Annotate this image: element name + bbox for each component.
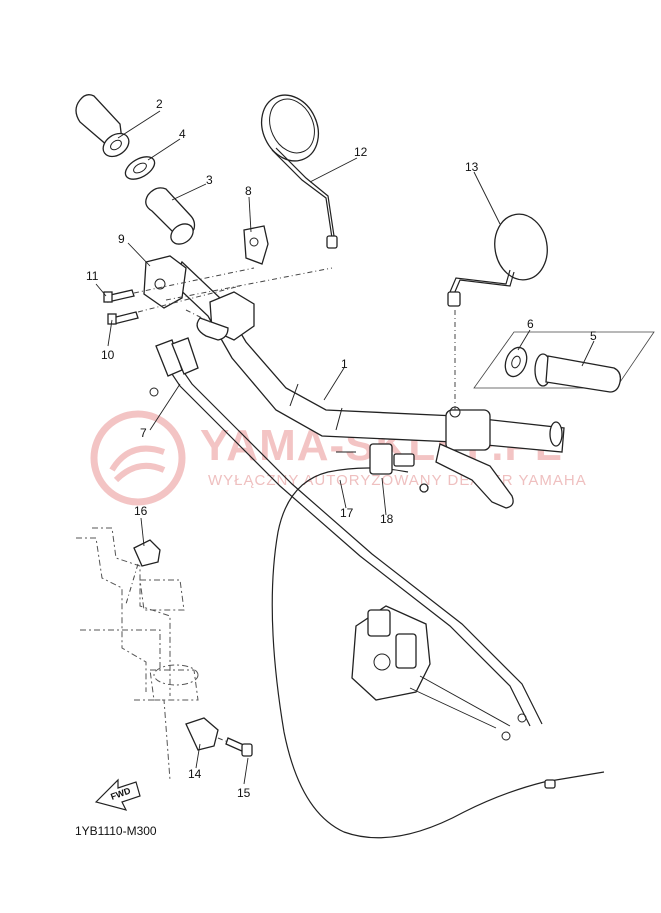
throttle-housing-lower bbox=[143, 255, 187, 309]
callout-4: 4 bbox=[179, 127, 186, 141]
screw-10 bbox=[107, 285, 241, 325]
callout-9: 9 bbox=[118, 232, 125, 246]
washer-4 bbox=[124, 156, 156, 180]
callout-18: 18 bbox=[380, 512, 394, 526]
callout-12: 12 bbox=[354, 145, 368, 159]
fwd-arrow-icon: FWD bbox=[94, 778, 141, 811]
callout-17: 17 bbox=[340, 506, 354, 520]
right-lever-housing bbox=[435, 406, 514, 509]
clutch-cable bbox=[271, 443, 605, 839]
callout-8: 8 bbox=[245, 184, 252, 198]
watermark-logo-icon bbox=[90, 410, 186, 506]
diagram-code: 1YB1110-M300 bbox=[75, 824, 157, 838]
leader-lines bbox=[95, 110, 595, 785]
callout-16: 16 bbox=[134, 504, 148, 518]
carburetor-assembly bbox=[351, 605, 511, 729]
throttle-tube bbox=[145, 187, 196, 245]
clutch-switch-14 bbox=[185, 717, 219, 751]
frame-ghost bbox=[76, 527, 199, 781]
right-mirror bbox=[447, 213, 548, 307]
callout-11: 11 bbox=[86, 269, 99, 283]
throttle-housing-upper bbox=[243, 225, 269, 265]
watermark-tagline: WYŁĄCZNY AUTORYZOWANY DEALER YAMAHA bbox=[208, 472, 587, 489]
handlebar-holder bbox=[185, 291, 255, 341]
throttle-cable bbox=[149, 337, 543, 741]
callout-1: 1 bbox=[341, 357, 348, 371]
callout-14: 14 bbox=[188, 767, 202, 781]
callout-13: 13 bbox=[465, 160, 479, 174]
callout-7: 7 bbox=[140, 426, 147, 440]
screw-11 bbox=[103, 267, 255, 303]
right-grip bbox=[473, 331, 655, 393]
callout-10: 10 bbox=[101, 348, 115, 362]
bolt-15 bbox=[217, 737, 253, 757]
cable-clamp-16 bbox=[125, 539, 161, 605]
callout-6: 6 bbox=[527, 317, 534, 331]
callout-3: 3 bbox=[206, 173, 213, 187]
left-grip bbox=[75, 94, 130, 158]
callout-15: 15 bbox=[237, 786, 251, 800]
left-mirror bbox=[260, 94, 338, 249]
callout-2: 2 bbox=[156, 97, 163, 111]
callout-5: 5 bbox=[590, 329, 597, 343]
